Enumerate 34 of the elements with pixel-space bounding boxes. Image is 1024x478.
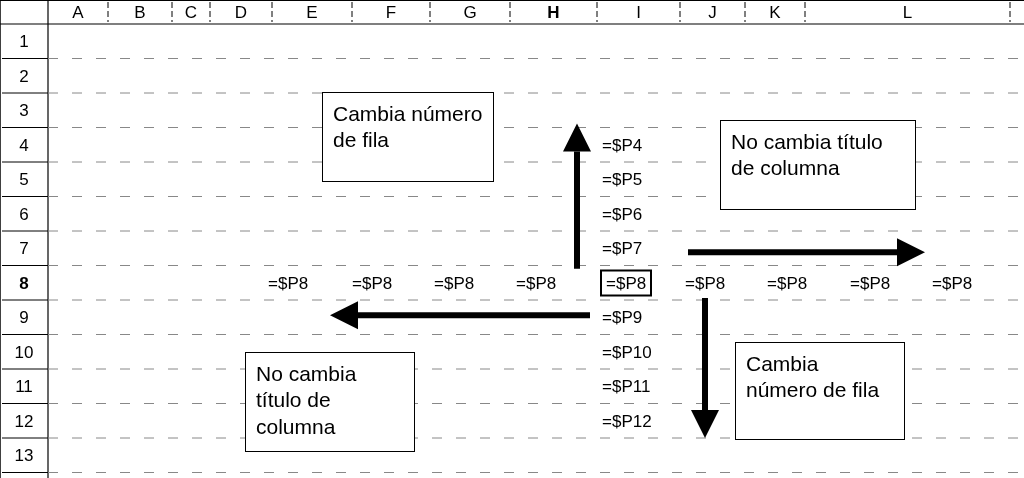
callout-box bbox=[735, 342, 905, 440]
callout-text: No cambia título de columna bbox=[256, 361, 358, 440]
row-number: 13 bbox=[14, 446, 34, 464]
callout-text: Cambia número de fila bbox=[333, 101, 483, 154]
callout-box bbox=[322, 92, 494, 182]
row-number: 6 bbox=[19, 205, 29, 223]
column-header: I bbox=[636, 3, 641, 21]
column-header: J bbox=[708, 3, 717, 21]
row-number: 2 bbox=[19, 67, 29, 85]
selected-cell: =$P8 bbox=[600, 269, 653, 297]
column-header: A bbox=[72, 3, 84, 21]
row-number: 4 bbox=[19, 136, 29, 154]
row-number: 1 bbox=[19, 32, 29, 50]
row-number: 5 bbox=[19, 170, 29, 188]
column-header: K bbox=[769, 3, 781, 21]
callout-box bbox=[245, 352, 415, 452]
row-number: 3 bbox=[19, 101, 29, 119]
row-number: 11 bbox=[15, 377, 33, 395]
row-number: 12 bbox=[14, 412, 34, 430]
column-header: G bbox=[463, 3, 477, 21]
callout-text: No cambia título de columna bbox=[731, 129, 884, 182]
column-header: L bbox=[902, 3, 913, 21]
column-header: C bbox=[184, 3, 198, 21]
column-header: E bbox=[306, 3, 318, 21]
column-header: D bbox=[234, 3, 248, 21]
column-header: F bbox=[385, 3, 397, 21]
callout-box bbox=[720, 120, 916, 210]
row-number: 7 bbox=[19, 239, 29, 257]
row-number: 8 bbox=[19, 274, 29, 292]
column-header: B bbox=[134, 3, 146, 21]
column-header: H bbox=[547, 3, 560, 21]
row-number: 10 bbox=[14, 343, 34, 361]
row-number: 9 bbox=[19, 308, 29, 326]
callout-text: Cambia número de fila bbox=[746, 351, 881, 404]
